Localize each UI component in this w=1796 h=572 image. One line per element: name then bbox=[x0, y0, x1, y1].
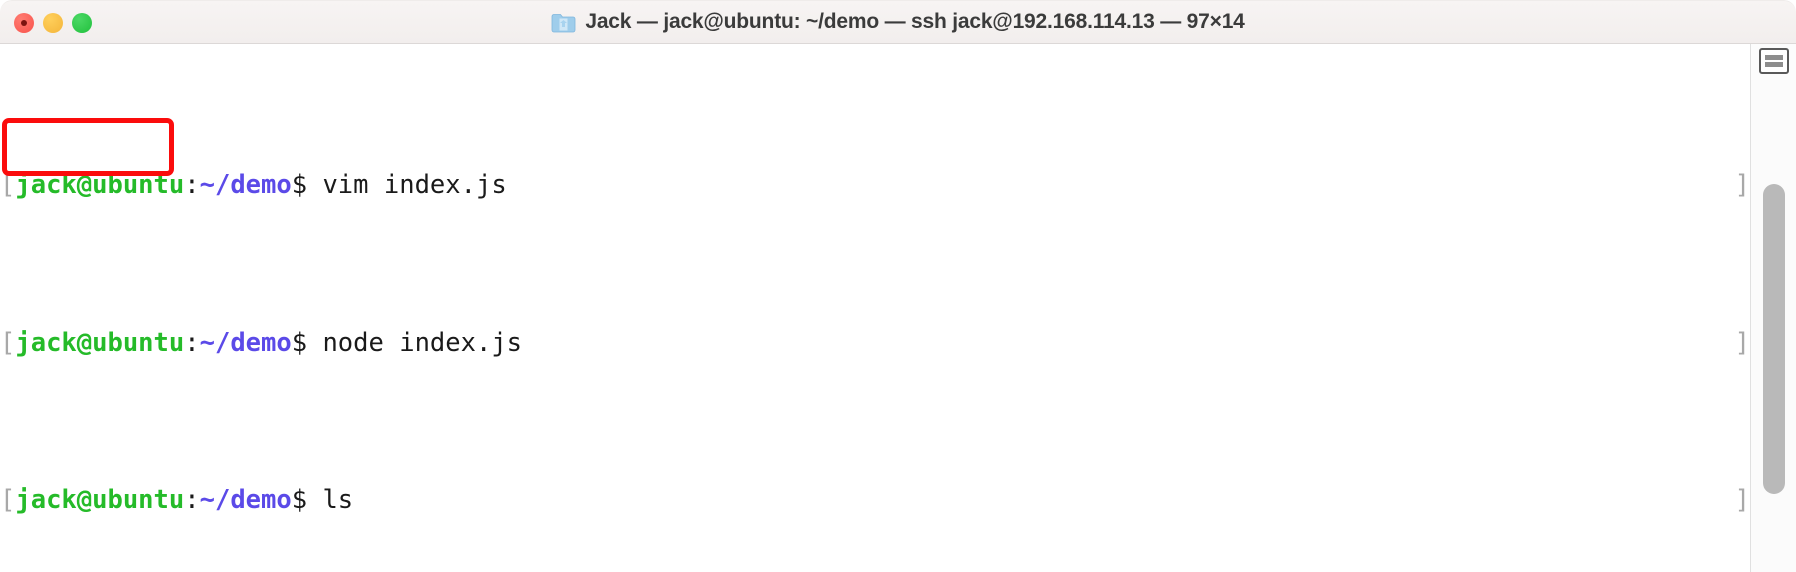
command-text: vim index.js bbox=[307, 170, 507, 200]
maximize-window-button[interactable] bbox=[72, 13, 92, 33]
folder-icon bbox=[551, 13, 576, 32]
prompt-sigil: $ bbox=[291, 485, 308, 515]
terminal-line: [jack@ubuntu:~/demo$ vim index.js] bbox=[0, 170, 1750, 202]
prompt-open-bracket: [ bbox=[0, 170, 16, 200]
prompt-right-mark: ] bbox=[1734, 485, 1750, 515]
prompt-right-mark: ] bbox=[1734, 170, 1750, 200]
window-titlebar[interactable]: Jack — jack@ubuntu: ~/demo — ssh jack@19… bbox=[0, 0, 1796, 44]
scrollbar-thumb[interactable] bbox=[1762, 184, 1785, 494]
prompt-path: ~/demo bbox=[199, 485, 292, 515]
terminal-output: [jack@ubuntu:~/demo$ vim index.js] [jack… bbox=[0, 44, 1750, 572]
prompt-open-bracket: [ bbox=[0, 485, 16, 515]
prompt-separator: : bbox=[184, 327, 200, 358]
command-value: node index.js bbox=[322, 327, 523, 358]
traffic-light-group bbox=[14, 1, 92, 45]
prompt-user-host: jack@ubuntu bbox=[15, 327, 185, 358]
prompt-separator: : bbox=[184, 485, 200, 515]
close-window-button[interactable] bbox=[14, 13, 34, 33]
terminal-line: [jack@ubuntu:~/demo$ node index.js] bbox=[0, 328, 1750, 360]
command-value: ls bbox=[322, 485, 354, 515]
terminal-scrollbar[interactable] bbox=[1750, 44, 1796, 572]
minimize-window-button[interactable] bbox=[43, 13, 63, 33]
prompt-sigil: $ bbox=[291, 327, 308, 358]
prompt-sigil: $ bbox=[291, 170, 308, 200]
command-value: vim index.js bbox=[322, 170, 507, 200]
terminal-line: [jack@ubuntu:~/demo$ ls] bbox=[0, 485, 1750, 517]
terminal-body[interactable]: [jack@ubuntu:~/demo$ vim index.js] [jack… bbox=[0, 44, 1796, 572]
command-text: ls bbox=[307, 485, 353, 515]
prompt-right-mark: ] bbox=[1734, 327, 1750, 358]
scrollbar-track[interactable] bbox=[1751, 80, 1796, 572]
window-title: Jack — jack@ubuntu: ~/demo — ssh jack@19… bbox=[585, 10, 1245, 33]
prompt-path: ~/demo bbox=[199, 170, 292, 200]
window-title-area: Jack — jack@ubuntu: ~/demo — ssh jack@19… bbox=[0, 10, 1796, 34]
command-text: node index.js bbox=[307, 328, 522, 358]
prompt-user-host: jack@ubuntu bbox=[15, 170, 185, 200]
prompt-path: ~/demo bbox=[199, 327, 292, 358]
prompt-user-host: jack@ubuntu bbox=[15, 485, 185, 515]
prompt-separator: : bbox=[184, 170, 200, 200]
hamburger-menu-icon[interactable] bbox=[1758, 48, 1789, 74]
prompt-open-bracket: [ bbox=[0, 327, 16, 358]
